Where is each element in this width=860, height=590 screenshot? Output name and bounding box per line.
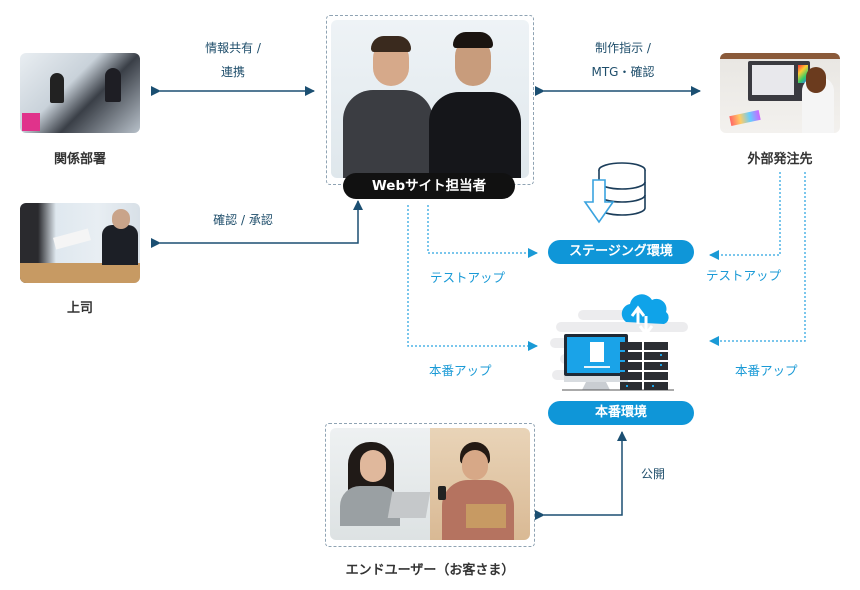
web-manager-badge: Webサイト担当者 [343, 173, 515, 199]
database-download-icon [583, 162, 646, 224]
approve-arrow [151, 200, 363, 248]
test-up-left-arrow [427, 205, 538, 258]
outsourcer-photo [720, 53, 840, 133]
production-label: 本番環境 [594, 405, 647, 420]
prod-up-right-arrow [709, 172, 806, 346]
instruct-label: 制作指示 / MTG・確認 [591, 41, 655, 79]
web-manager-photo [331, 20, 529, 178]
test-up-left-label: テストアップ [430, 270, 506, 285]
web-manager-label: Webサイト担当者 [371, 178, 487, 194]
end-users-label: エンドユーザー（お客さま） [345, 563, 515, 578]
publish-label: 公開 [640, 467, 665, 481]
staging-pill: ステージング環境 [548, 240, 694, 264]
end-users-photo [330, 428, 530, 540]
related-depts-label: 関係部署 [53, 152, 106, 167]
related-depts-photo [20, 53, 140, 133]
boss-photo [20, 203, 140, 283]
boss-label: 上司 [66, 301, 93, 316]
server-cloud-icon [550, 294, 688, 391]
test-up-right-arrow [709, 172, 781, 260]
end-users-frame [325, 423, 535, 547]
test-up-right-label: テストアップ [706, 268, 782, 283]
share-label: 情報共有 / 連携 [205, 41, 261, 79]
outsourcer-label: 外部発注先 [747, 152, 813, 167]
prod-up-right-label: 本番アップ [735, 363, 798, 378]
production-pill: 本番環境 [548, 401, 694, 425]
prod-up-left-label: 本番アップ [429, 363, 492, 378]
prod-up-left-arrow [407, 205, 538, 351]
staging-label: ステージング環境 [569, 244, 673, 259]
publish-arrow [535, 431, 627, 520]
